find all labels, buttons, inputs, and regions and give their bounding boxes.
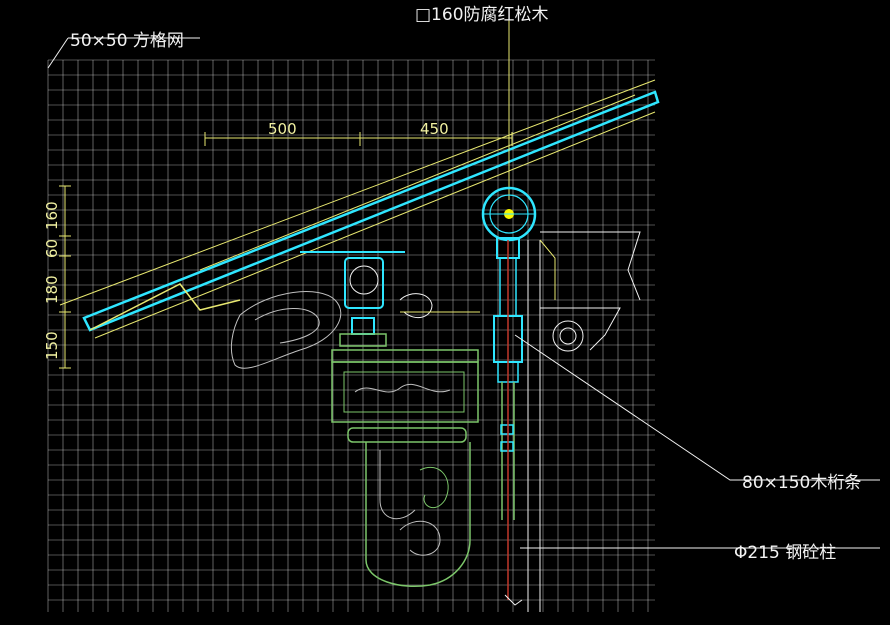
right-beam [539,231,641,352]
dimension-500: 500 [268,120,297,138]
grid-note-leader [47,37,69,69]
carved-corbel [230,291,480,369]
top-beam-label: □160防腐红松木 [415,5,549,25]
column-label: Φ215 钢砼柱 [734,543,837,563]
purlin-leader [514,334,880,481]
dimension-450: 450 [420,120,449,138]
purlin-bracket [300,251,405,347]
horizontal-dimension-line [204,132,513,146]
dimension-150: 150 [43,331,61,360]
dimension-160: 160 [43,201,61,230]
roof-slope [59,79,660,339]
ornamental-block [331,349,479,587]
column [493,237,541,612]
grid-note-label: 50×50 方格网 [70,31,184,51]
dimension-60: 60 [43,238,61,258]
round-beam [481,186,537,242]
dimension-180: 180 [43,275,61,304]
purlin-label: 80×150木桁条 [742,473,862,493]
vertical-dimension-line [59,185,71,369]
